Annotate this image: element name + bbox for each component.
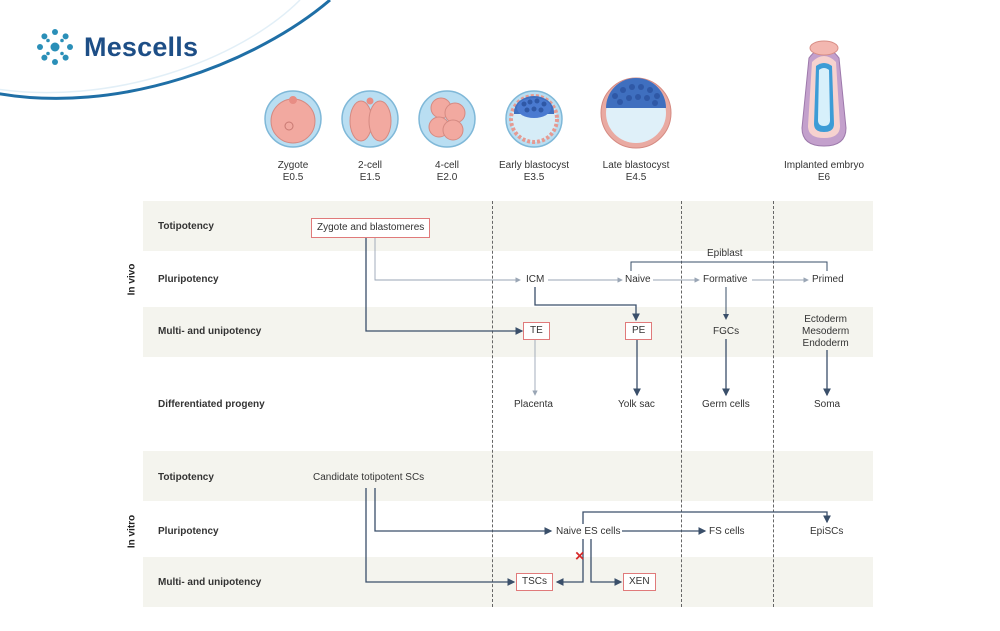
stage-divider (492, 201, 493, 607)
row-band-invivo-progeny (143, 360, 873, 430)
blocked-transition-mark: × (575, 548, 585, 565)
germ-layer-endoderm: Endoderm (802, 338, 849, 349)
node-epiblast: Epiblast (707, 248, 743, 259)
node-germ-cells: Germ cells (702, 399, 750, 410)
stage-divider (773, 201, 774, 607)
brand-logo[interactable]: Mescells (34, 26, 198, 68)
row-band-invivo-multipotency (143, 307, 873, 357)
row-label-pluripotency: Pluripotency (158, 274, 219, 285)
four-cell-illustration (418, 90, 476, 148)
row-label-totipotency: Totipotency (158, 221, 214, 232)
node-yolk-sac: Yolk sac (618, 399, 655, 410)
germ-layer-mesoderm: Mesoderm (802, 326, 850, 337)
row-band-invitro-totipotency (143, 451, 873, 501)
two-cell-illustration (341, 90, 399, 148)
node-germ-layers: Ectoderm Mesoderm Endoderm (802, 314, 849, 350)
node-naive-es-cells: Naive ES cells (554, 526, 623, 538)
node-zygote-blastomeres: Zygote and blastomeres (311, 218, 431, 238)
node-primed: Primed (810, 274, 846, 286)
node-xen: XEN (623, 573, 656, 591)
node-tscs: TSCs (516, 573, 553, 591)
node-te: TE (523, 322, 550, 340)
node-formative: Formative (701, 274, 750, 286)
stage-divider (681, 201, 682, 607)
node-fgcs: FGCs (713, 326, 740, 337)
node-pe: PE (625, 322, 653, 340)
germ-layer-ectoderm: Ectoderm (804, 314, 848, 325)
row-band-invivo-totipotency (143, 201, 873, 251)
node-soma: Soma (814, 399, 841, 410)
node-naive: Naive (623, 274, 653, 286)
row-label-multipotency: Multi- and unipotency (158, 326, 262, 337)
late-blastocyst-illustration (600, 77, 672, 149)
brand-name: Mescells (84, 31, 199, 62)
row-label-multipotency: Multi- and unipotency (158, 577, 262, 588)
zygote-illustration (264, 90, 322, 148)
early-blastocyst-illustration (505, 90, 563, 148)
row-label-pluripotency: Pluripotency (158, 526, 219, 537)
node-icm: ICM (524, 274, 547, 286)
row-label-totipotency: Totipotency (158, 472, 214, 483)
node-placenta: Placenta (514, 399, 553, 410)
node-candidate-totipotent-scs: Candidate totipotent SCs (313, 472, 425, 483)
node-episcs: EpiSCs (810, 526, 844, 537)
row-label-differentiated-progeny: Differentiated progeny (158, 399, 265, 410)
mescells-logo-icon (37, 29, 73, 65)
node-fs-cells: FS cells (709, 526, 745, 537)
implanted-embryo-illustration (801, 40, 847, 147)
